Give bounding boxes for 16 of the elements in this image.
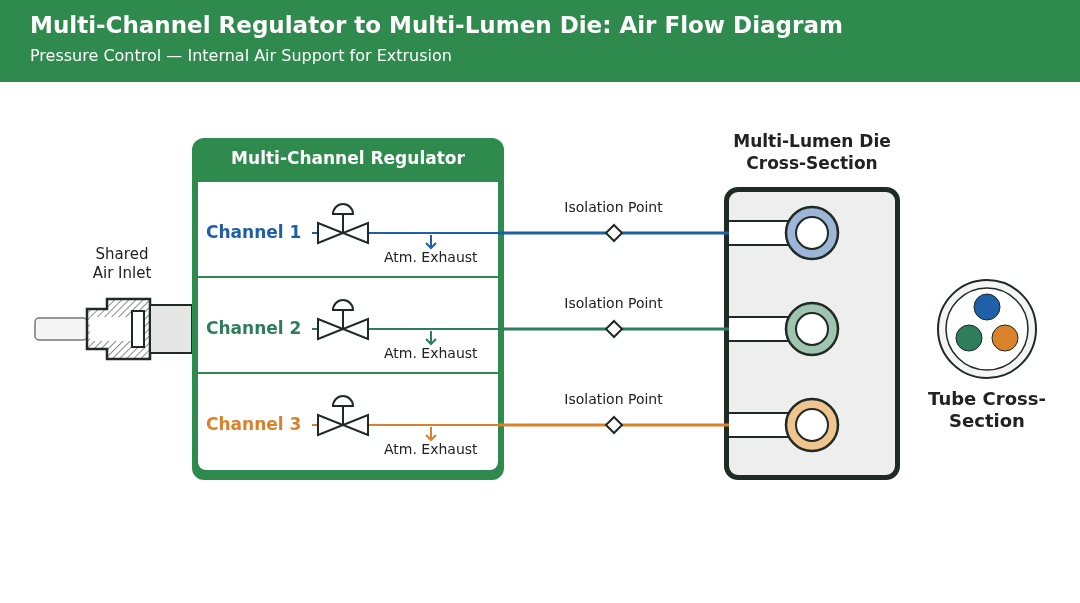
inlet-label: Shared Air Inlet	[91, 245, 153, 283]
die-heading: Multi-Lumen Die Cross-Section	[732, 130, 892, 174]
panel-heading: Multi-Channel Regulator	[230, 148, 466, 168]
channel-label: Channel 3	[206, 414, 302, 434]
subtitle: Pressure Control — Internal Air Support for Extrusion	[30, 46, 452, 65]
channel-row	[198, 374, 498, 470]
channel-row	[198, 182, 498, 278]
exhaust-label: Atm. Exhaust	[384, 345, 478, 361]
exhaust-label: Atm. Exhaust	[384, 249, 478, 265]
channel-label: Channel 1	[206, 222, 302, 242]
tube-label: Tube Cross-Section	[927, 388, 1047, 432]
exhaust-label: Atm. Exhaust	[384, 441, 478, 457]
channel-label: Channel 2	[206, 318, 302, 338]
regulator-panel	[192, 138, 504, 480]
title: Multi-Channel Regulator to Multi-Lumen Die: Air Flow Diagram	[30, 12, 843, 38]
channel-row	[198, 278, 498, 374]
